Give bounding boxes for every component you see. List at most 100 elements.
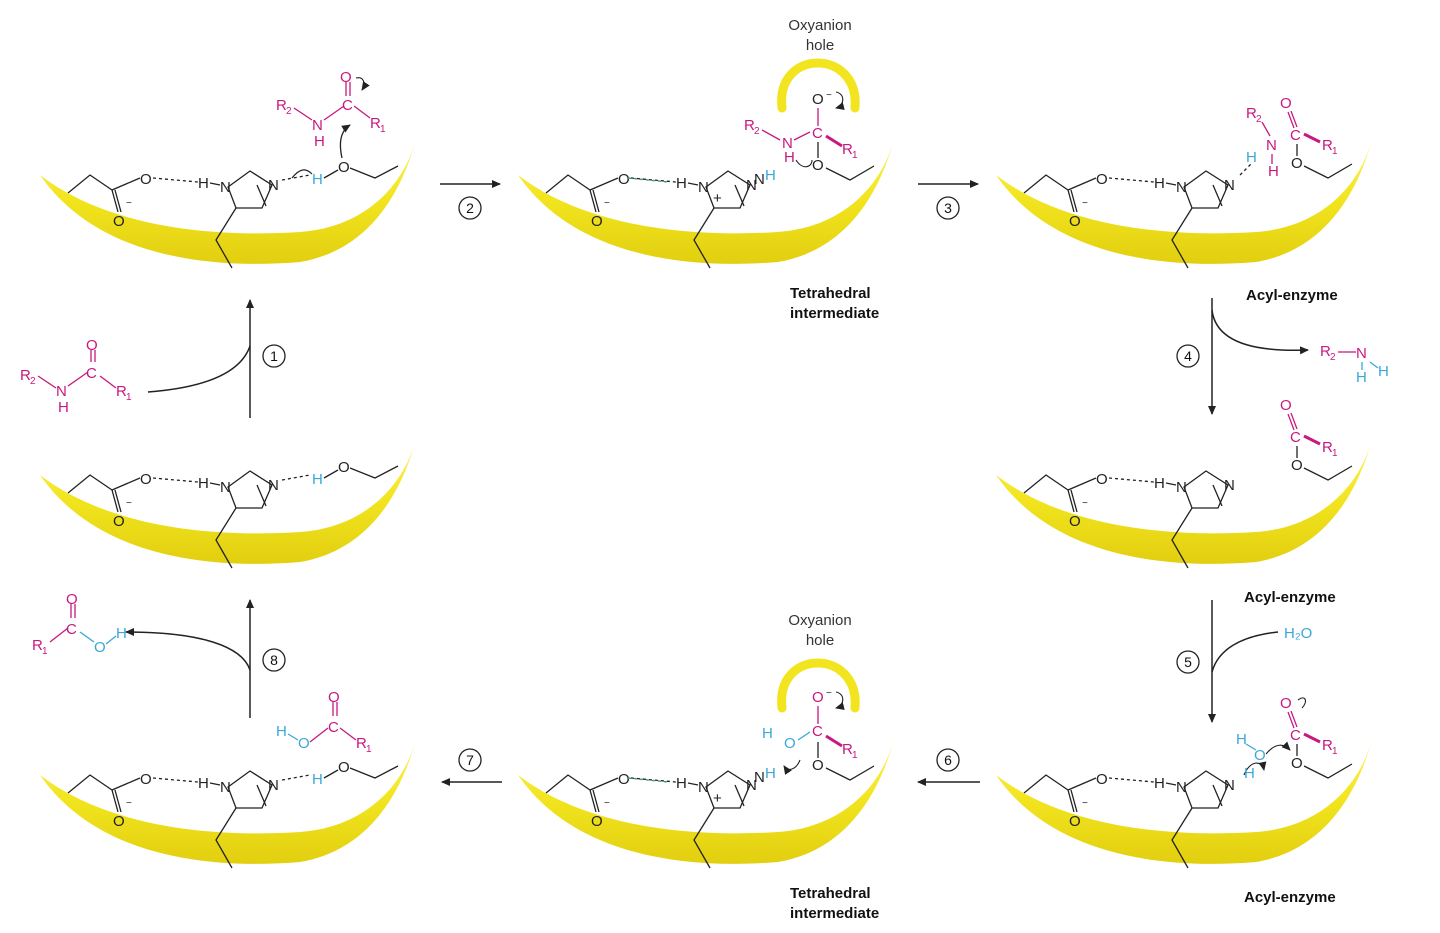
svg-text:R: R <box>842 141 853 158</box>
svg-text:O: O <box>1280 695 1292 712</box>
svg-text:O: O <box>298 735 310 752</box>
step-badge-3: 3 <box>936 196 960 220</box>
svg-text:C: C <box>812 723 823 740</box>
step-badge-2: 2 <box>458 196 482 220</box>
svg-text:C: C <box>328 719 339 736</box>
svg-text:R: R <box>356 735 367 752</box>
svg-text:2: 2 <box>1330 352 1336 363</box>
svg-text:O: O <box>94 639 106 656</box>
arrow-step-4-amine-out <box>1211 309 1309 355</box>
oxyanion-hole-label-bottom-2: hole <box>806 632 834 649</box>
svg-text:8: 8 <box>270 652 278 668</box>
svg-text:R: R <box>32 637 43 654</box>
svg-text:H: H <box>314 133 325 150</box>
svg-text:R: R <box>370 115 381 132</box>
arrow-step-5-water-in <box>1211 631 1279 673</box>
svg-text:O: O <box>784 735 796 752</box>
svg-text:C: C <box>66 621 77 638</box>
svg-text:O: O <box>86 337 98 354</box>
acyl-enzyme-label-mid: Acyl-enzyme <box>1244 589 1336 606</box>
water-label: H₂O <box>1284 625 1312 642</box>
enzyme-surface-mid-left <box>40 432 418 564</box>
svg-text:1: 1 <box>1332 746 1338 757</box>
svg-text:1: 1 <box>1332 146 1338 157</box>
svg-text:2: 2 <box>1256 114 1262 125</box>
svg-text:N: N <box>782 135 793 152</box>
oxyanion-hole-label-bottom-1: Oxyanion <box>788 612 851 629</box>
svg-text:C: C <box>1290 127 1301 144</box>
arrow-step-8-acid-out <box>125 628 251 671</box>
svg-text:R: R <box>116 383 127 400</box>
svg-text:O: O <box>1280 397 1292 414</box>
svg-text:C: C <box>1290 429 1301 446</box>
tetrahedral-label-top-1: Tetrahedral <box>790 285 871 302</box>
svg-text:C: C <box>86 365 97 382</box>
svg-text:O: O <box>338 459 350 476</box>
svg-text:H: H <box>312 171 323 188</box>
svg-text:1: 1 <box>270 348 278 364</box>
svg-text:N: N <box>754 171 765 188</box>
svg-text:1: 1 <box>852 150 858 161</box>
svg-text:H: H <box>765 765 776 782</box>
svg-text:O: O <box>1291 755 1303 772</box>
svg-text:1: 1 <box>366 744 372 755</box>
svg-text:−: − <box>826 688 832 699</box>
svg-text:O: O <box>338 159 350 176</box>
svg-text:O: O <box>812 757 824 774</box>
svg-text:R: R <box>1322 737 1333 754</box>
svg-text:7: 7 <box>466 752 474 768</box>
svg-text:R: R <box>1246 105 1257 122</box>
panel-mid-left-free: H O <box>281 459 399 488</box>
svg-text:1: 1 <box>852 750 858 761</box>
svg-text:6: 6 <box>944 752 952 768</box>
step-badge-8: 8 <box>262 648 286 672</box>
step-badge-1: 1 <box>262 344 286 368</box>
oxyanion-hole-label-top-1: Oxyanion <box>788 17 851 34</box>
enzyme-surface-top-right <box>996 132 1374 264</box>
svg-text:H: H <box>1268 163 1279 180</box>
svg-text:N: N <box>312 117 323 134</box>
svg-text:1: 1 <box>1332 448 1338 459</box>
svg-text:O: O <box>328 689 340 706</box>
svg-text:H: H <box>276 723 287 740</box>
svg-text:−: − <box>826 90 832 101</box>
arrow-step-1-substrate-in <box>147 345 251 393</box>
svg-text:O: O <box>66 591 78 608</box>
svg-text:O: O <box>812 157 824 174</box>
svg-text:2: 2 <box>754 126 760 137</box>
svg-text:H: H <box>762 725 773 742</box>
svg-text:O: O <box>1291 457 1303 474</box>
enzyme-surface-bot-right <box>996 732 1374 864</box>
step-badge-4: 4 <box>1176 344 1200 368</box>
oxyanion-hole-arc-top <box>777 58 860 113</box>
svg-text:N: N <box>1356 345 1367 362</box>
svg-text:R: R <box>20 367 31 384</box>
svg-text:1: 1 <box>42 646 48 657</box>
svg-text:R: R <box>842 741 853 758</box>
svg-text:R: R <box>1322 439 1333 456</box>
svg-text:C: C <box>1290 727 1301 744</box>
svg-text:C: C <box>342 97 353 114</box>
svg-text:2: 2 <box>466 200 474 216</box>
enzyme-surface-bot-middle <box>518 732 896 864</box>
plus-charge-bottom: + <box>713 790 722 807</box>
svg-text:R: R <box>1320 343 1331 360</box>
svg-text:1: 1 <box>126 392 132 403</box>
svg-text:1: 1 <box>380 124 386 135</box>
enzyme-surface-top-left <box>40 132 418 264</box>
svg-text:O: O <box>812 91 824 108</box>
svg-text:C: C <box>812 125 823 142</box>
svg-text:R: R <box>744 117 755 134</box>
svg-text:H: H <box>312 771 323 788</box>
svg-text:R: R <box>1322 137 1333 154</box>
svg-text:N: N <box>1266 137 1277 154</box>
svg-text:O: O <box>340 69 352 86</box>
svg-text:H: H <box>784 149 795 166</box>
